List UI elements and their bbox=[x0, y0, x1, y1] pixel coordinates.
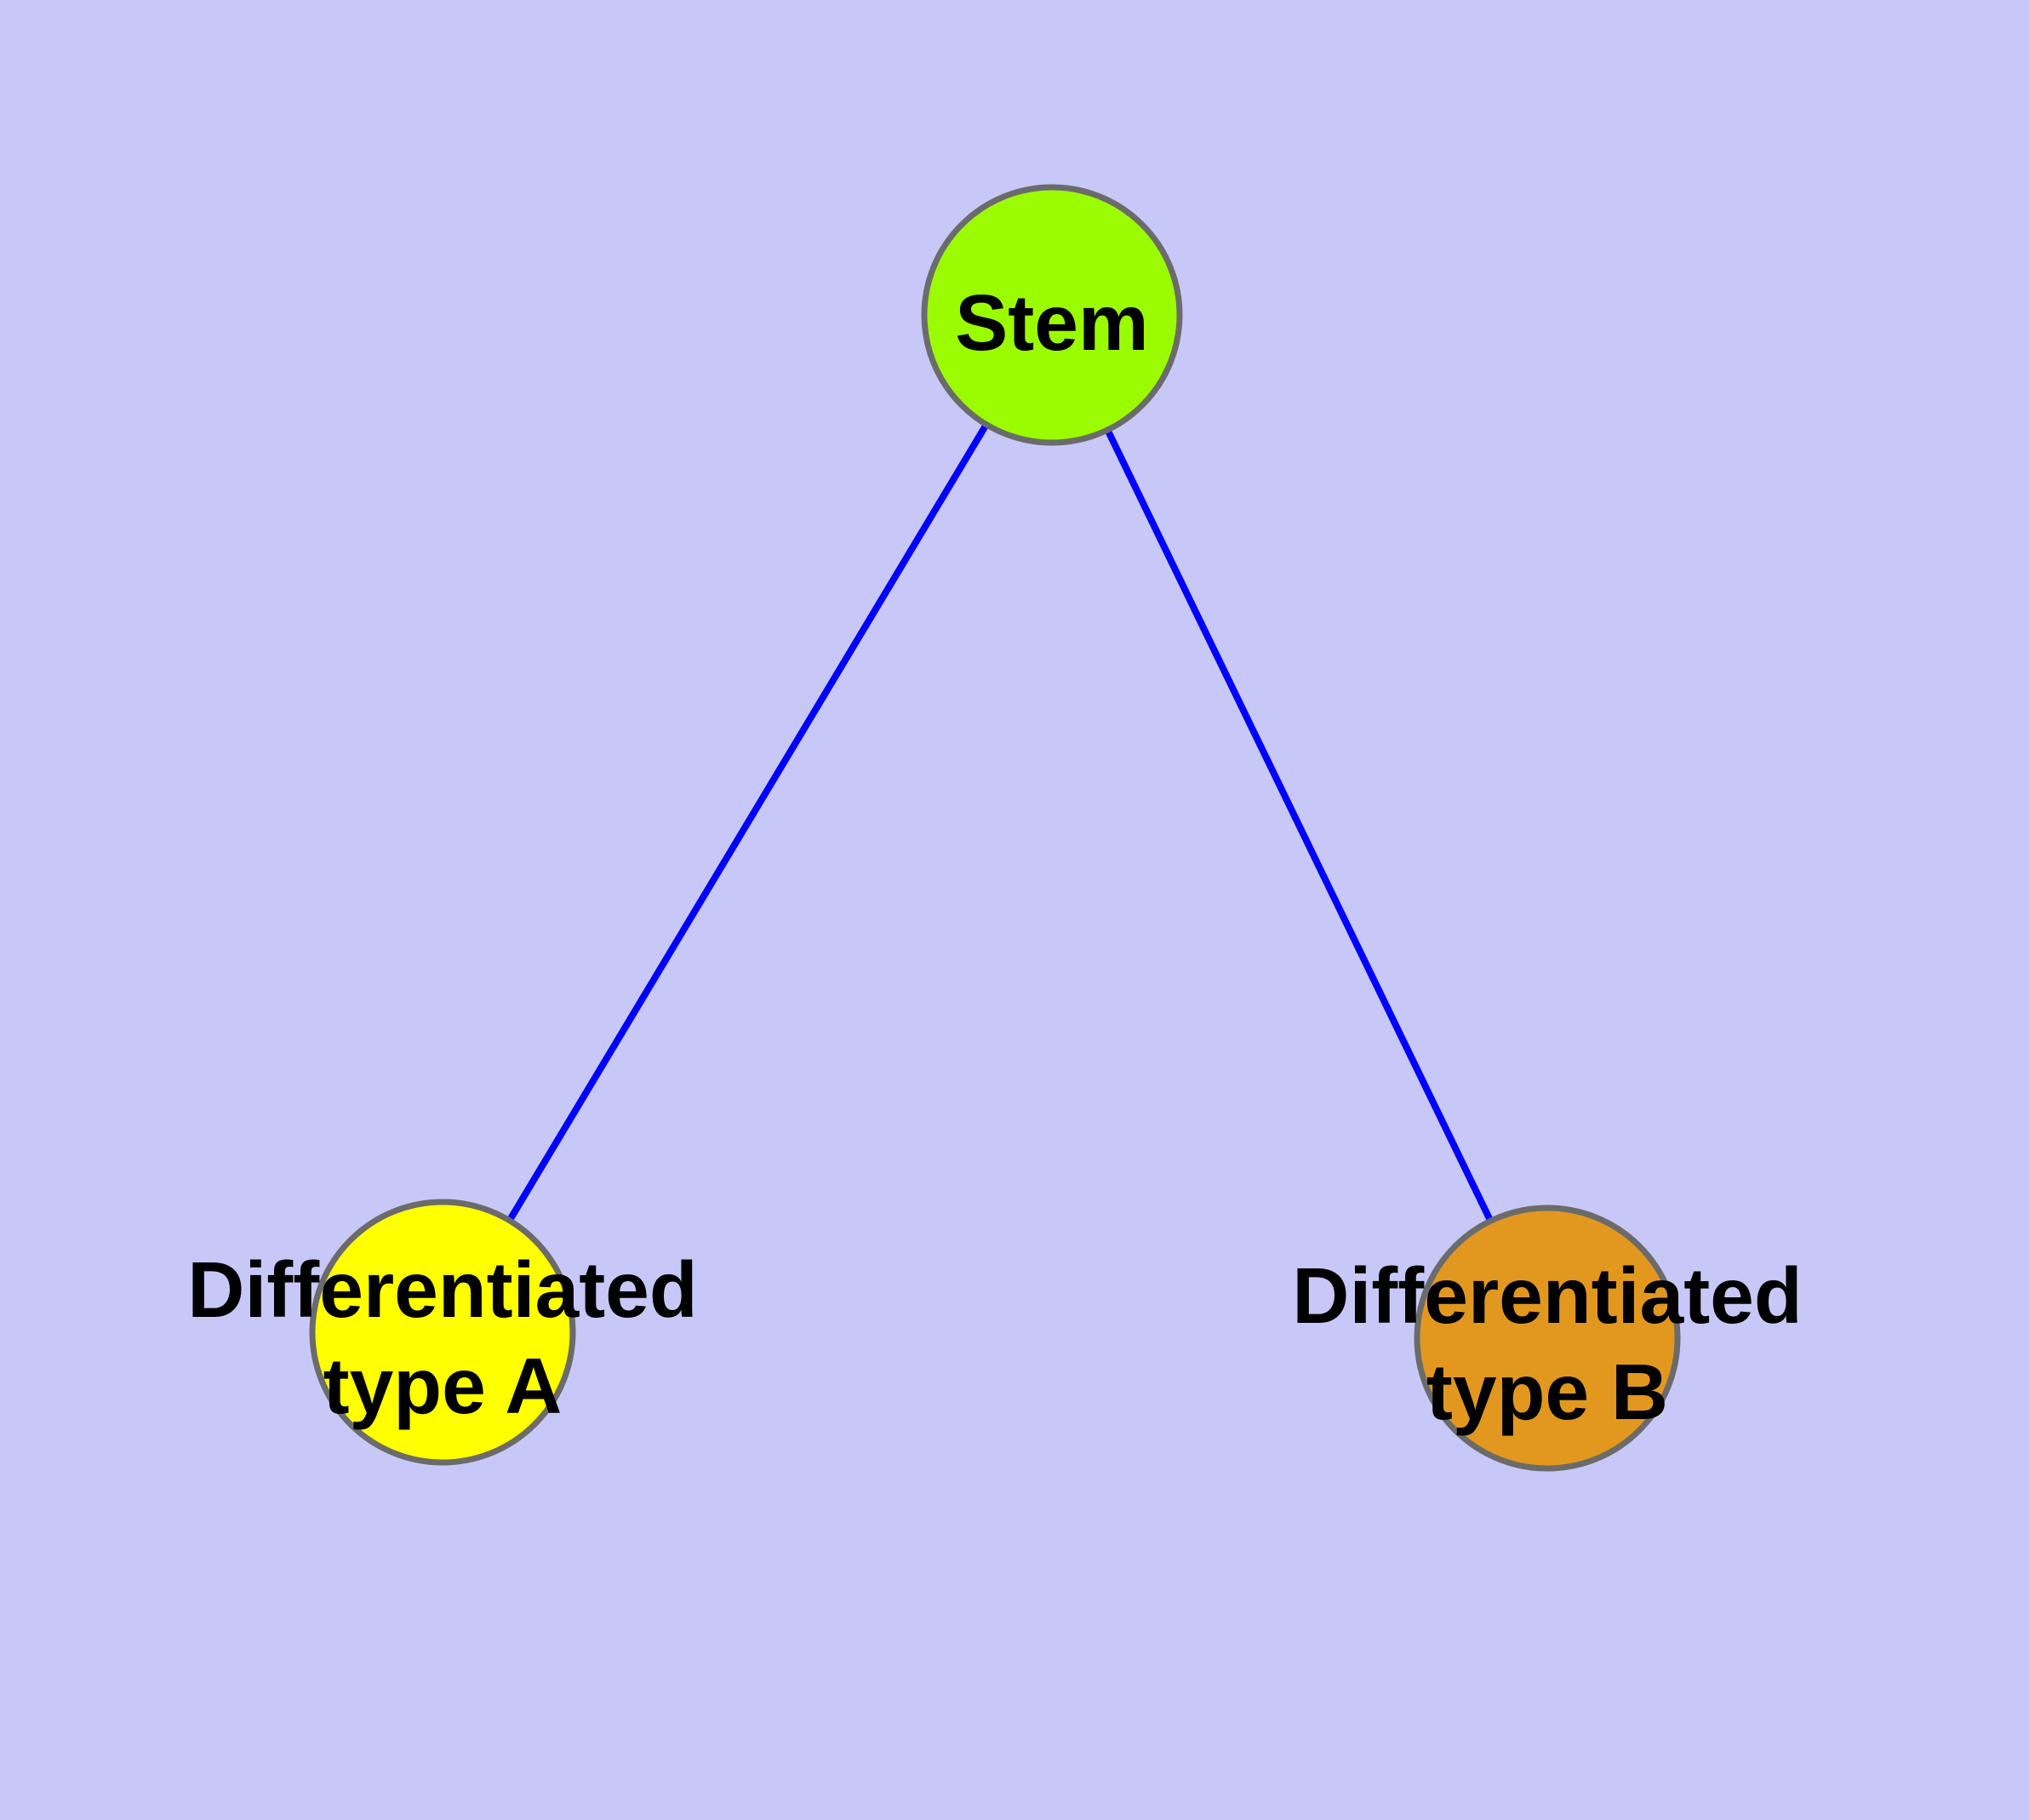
edge-stem-to-type-b bbox=[1049, 313, 1551, 1340]
node-stem bbox=[921, 184, 1183, 446]
node-differentiated-type-a-label-line1: Differentiated bbox=[187, 1245, 697, 1334]
node-stem-label: Stem bbox=[955, 278, 1148, 367]
node-differentiated-type-b-label-line2: type B bbox=[1426, 1348, 1668, 1436]
node-differentiated-type-b-label-line1: Differentiated bbox=[1292, 1251, 1802, 1340]
edge-stem-to-type-a bbox=[439, 312, 1055, 1335]
node-differentiated-type-a bbox=[309, 1199, 576, 1466]
node-differentiated-type-a-label-line2: type A bbox=[323, 1342, 563, 1430]
node-differentiated-type-b bbox=[1414, 1205, 1681, 1472]
